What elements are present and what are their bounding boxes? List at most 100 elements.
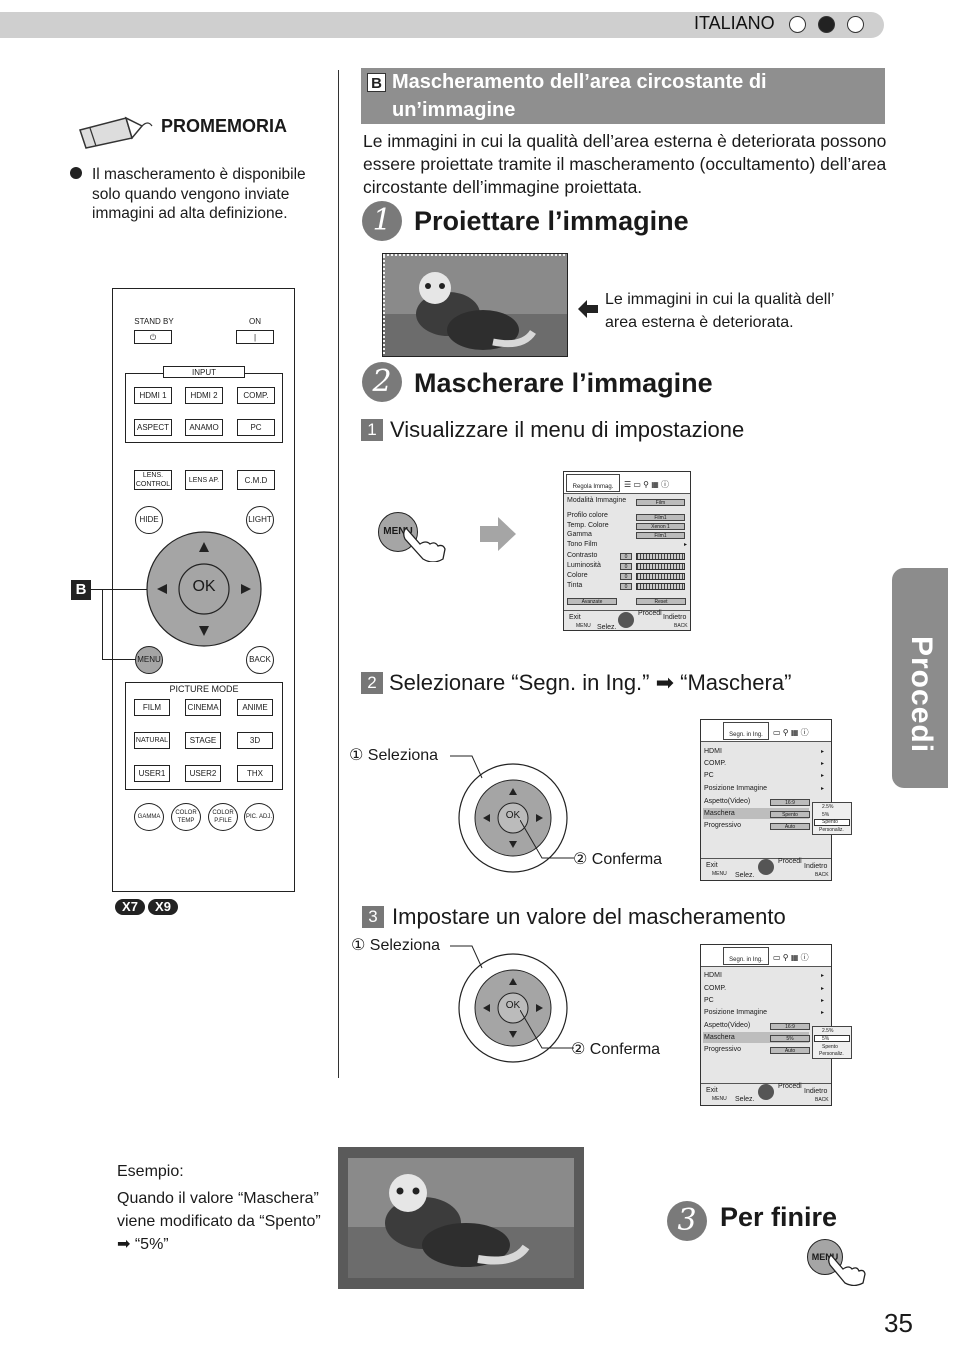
menu-row-label: Modalità Immagine: [567, 497, 627, 504]
hdmi2-button[interactable]: HDMI 2: [185, 387, 223, 404]
dpad[interactable]: [145, 530, 263, 648]
substep-title: Visualizzare il menu di impostazione: [390, 417, 745, 442]
dropdown-option[interactable]: Personaliz.: [819, 827, 844, 833]
menu-row-value[interactable]: 0: [620, 573, 632, 580]
slider[interactable]: [636, 573, 685, 580]
menu-row-value[interactable]: Film1: [636, 514, 685, 521]
thx-button[interactable]: THX: [237, 765, 273, 782]
section-title: Mascheramento dell’area circostante di u…: [392, 71, 767, 121]
back-key-label: BACK: [815, 1097, 829, 1103]
menu-row-value[interactable]: Xenon 1: [636, 523, 685, 530]
reset-button[interactable]: Reset: [636, 598, 686, 605]
menu-row-value[interactable]: Auto: [770, 1047, 810, 1054]
advanced-button[interactable]: Avanzate: [567, 598, 617, 605]
dpad-diagram: [458, 763, 568, 873]
menu-tab-active[interactable]: Segn. in Ing.: [723, 722, 769, 740]
menu-select-label: Selez.: [735, 872, 755, 879]
menu-button[interactable]: MENU: [378, 512, 418, 552]
light-button[interactable]: LIGHT: [246, 506, 274, 534]
dpad-icon: [758, 859, 774, 875]
leader-line: [450, 945, 483, 969]
menu-row-value[interactable]: Spento: [770, 811, 810, 818]
leader-line: [520, 1010, 574, 1049]
slider[interactable]: [636, 563, 685, 570]
menu-back-label: Indietro: [804, 863, 828, 870]
menu-row-value[interactable]: 16:9: [770, 1023, 810, 1030]
menu-row-label: Luminosità: [567, 562, 601, 569]
example-description: Quando il valore “Maschera” viene modifi…: [117, 1190, 321, 1253]
color-temp-button[interactable]: COLOR TEMP: [171, 803, 201, 831]
slider[interactable]: [636, 583, 685, 590]
menu-row-value[interactable]: 16:9: [770, 799, 810, 806]
hide-button[interactable]: HIDE: [135, 506, 163, 534]
menu-tab-active[interactable]: Segn. in Ing.: [723, 947, 769, 965]
film-button[interactable]: FILM: [134, 699, 170, 716]
back-button-remote[interactable]: BACK: [246, 646, 274, 674]
dropdown-option[interactable]: 5%: [822, 812, 830, 818]
pic-adj-button[interactable]: PIC. ADJ.: [244, 803, 274, 831]
power-on-icon: |: [253, 332, 257, 342]
menu-row-value[interactable]: 0: [620, 563, 632, 570]
cmd-button[interactable]: C.M.D: [237, 470, 275, 490]
stage-button[interactable]: STAGE: [185, 732, 221, 749]
dropdown-popup: [812, 802, 852, 835]
anime-button[interactable]: ANIME: [237, 699, 273, 716]
dropdown-option[interactable]: 2.5%: [822, 804, 834, 810]
leader-line: [520, 820, 574, 859]
hdmi1-button[interactable]: HDMI 1: [134, 387, 172, 404]
menu-tab-active[interactable]: Regola Immag.: [566, 474, 620, 492]
menu-row-value[interactable]: 0: [620, 553, 632, 560]
menu-row-label: Aspetto(Video): [704, 798, 751, 805]
user2-button[interactable]: USER2: [185, 765, 221, 782]
menu-row-value[interactable]: Film1: [636, 532, 685, 539]
confirm-label: ② Conferma: [573, 851, 663, 868]
dropdown-option[interactable]: Spento: [822, 1044, 838, 1050]
anamo-button[interactable]: ANAMO: [185, 419, 223, 436]
menu-row-label: Aspetto(Video): [704, 1022, 751, 1029]
dropdown-option[interactable]: 2.5%: [822, 1028, 834, 1034]
aspect-button[interactable]: ASPECT: [134, 419, 172, 436]
chevron-right-icon: ▸: [821, 998, 825, 1004]
menu-row-label: Gamma: [567, 531, 592, 538]
menu-tab-icons: ▭ ⚲ ▦ ⓘ: [773, 953, 809, 962]
menu-key-label: MENU: [576, 623, 591, 629]
menu-row-label: Contrasto: [567, 552, 598, 559]
menu-row-value[interactable]: 0: [620, 583, 632, 590]
cinema-button[interactable]: CINEMA: [185, 699, 221, 716]
hand-pointer-icon: [403, 526, 446, 562]
dropdown-option[interactable]: 5%: [822, 1036, 830, 1042]
menu-row-value[interactable]: Auto: [770, 823, 810, 830]
memo-title: PROMEMORIA: [161, 116, 287, 136]
bullet: [70, 167, 82, 179]
menu-row-label: Posizione Immagine: [704, 785, 768, 792]
standby-button[interactable]: ⏻: [134, 330, 172, 344]
menu-row-label: PC: [704, 997, 714, 1004]
section-badge: B: [367, 73, 386, 92]
on-button[interactable]: |: [236, 330, 274, 344]
lens-control-button[interactable]: LENS. CONTROL: [134, 470, 172, 490]
column-divider: [338, 70, 339, 1078]
gamma-button[interactable]: GAMMA: [134, 803, 164, 831]
menu-tab-icons: ☰ ▭ ⚲ ▦ ⓘ: [624, 480, 670, 489]
menu-button-remote[interactable]: MENU: [135, 646, 163, 674]
dropdown-option[interactable]: Spento: [822, 819, 838, 825]
dropdown-option[interactable]: Personaliz.: [819, 1051, 844, 1057]
substep-number: 3: [362, 906, 384, 928]
picture-mode-group: [125, 682, 283, 790]
menu-row-label: Posizione Immagine: [704, 1009, 768, 1016]
3d-button[interactable]: 3D: [237, 732, 273, 749]
ok-label: OK: [505, 1000, 521, 1011]
menu-tabs: Segn. in Ing. ▭ ⚲ ▦ ⓘ: [701, 720, 831, 742]
lens-ap-button[interactable]: LENS AP.: [185, 470, 223, 490]
menu-row-value[interactable]: Film: [636, 499, 685, 506]
arrow-right-icon: [480, 517, 516, 551]
ok-button-label[interactable]: OK: [192, 578, 216, 595]
menu-row-value[interactable]: 5%: [770, 1035, 810, 1042]
menu-key-label: MENU: [712, 871, 727, 877]
comp-button[interactable]: COMP.: [237, 387, 275, 404]
slider[interactable]: [636, 553, 685, 560]
user1-button[interactable]: USER1: [134, 765, 170, 782]
pc-button[interactable]: PC: [237, 419, 275, 436]
natural-button[interactable]: NATURAL: [134, 732, 170, 749]
color-profile-button[interactable]: COLOR P.FILE: [208, 803, 238, 831]
